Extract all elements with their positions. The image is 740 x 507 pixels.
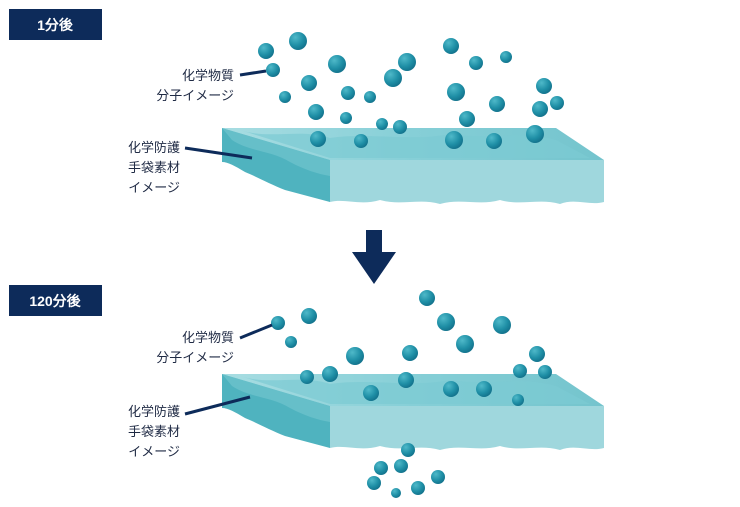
molecule — [391, 488, 401, 498]
molecule — [476, 381, 492, 397]
molecule — [271, 316, 285, 330]
molecule — [456, 335, 474, 353]
molecule — [300, 370, 314, 384]
material-label: 化学防護 手袋素材 イメージ — [128, 140, 253, 196]
glove-material-slab — [222, 374, 604, 450]
molecule — [308, 104, 324, 120]
molecule-leader-line — [239, 323, 273, 340]
molecule — [394, 459, 408, 473]
molecule — [445, 131, 463, 149]
molecule — [443, 38, 459, 54]
molecule — [500, 51, 512, 63]
molecule — [431, 470, 445, 484]
molecule — [489, 96, 505, 112]
material-label-line-3: イメージ — [128, 181, 180, 196]
molecule — [289, 32, 307, 50]
material-label-line-2: 手袋素材 — [128, 161, 180, 176]
panel-2: 120分後 — [9, 285, 604, 498]
molecule — [447, 83, 465, 101]
molecule — [374, 461, 388, 475]
molecule — [376, 118, 388, 130]
material-label-line-3: イメージ — [128, 445, 180, 460]
molecule — [367, 476, 381, 490]
molecule — [340, 112, 352, 124]
molecule — [443, 381, 459, 397]
molecule-label-line-2: 分子イメージ — [156, 351, 234, 366]
molecule — [529, 346, 545, 362]
chemical-molecules — [258, 32, 564, 149]
material-label-line-1: 化学防護 — [128, 404, 180, 420]
molecule-label: 化学物質 分子イメージ — [156, 68, 267, 104]
material-label: 化学防護 手袋素材 イメージ — [128, 395, 251, 460]
glove-material-slab — [222, 128, 604, 204]
molecule — [401, 443, 415, 457]
molecule-label: 化学物質 分子イメージ — [156, 323, 273, 366]
molecule — [486, 133, 502, 149]
molecule — [328, 55, 346, 73]
molecule — [402, 345, 418, 361]
molecule — [354, 134, 368, 148]
stage-tag-1-minute: 1分後 — [9, 9, 102, 40]
molecule — [493, 316, 511, 334]
material-label-line-1: 化学防護 — [128, 140, 180, 156]
molecule — [469, 56, 483, 70]
molecule — [364, 91, 376, 103]
molecule — [266, 63, 280, 77]
material-leader-line — [184, 395, 251, 416]
molecule — [459, 111, 475, 127]
molecule — [285, 336, 297, 348]
molecule — [258, 43, 274, 59]
molecule — [310, 131, 326, 147]
molecule — [398, 53, 416, 71]
panel-1: 1分後 — [9, 9, 604, 204]
molecule — [363, 385, 379, 401]
molecule — [346, 347, 364, 365]
molecule — [411, 481, 425, 495]
molecule — [393, 120, 407, 134]
molecule — [538, 365, 552, 379]
molecule-label-line-1: 化学物質 — [182, 68, 234, 84]
molecule — [513, 364, 527, 378]
molecule — [532, 101, 548, 117]
molecule — [398, 372, 414, 388]
molecule — [437, 313, 455, 331]
molecule-label-line-2: 分子イメージ — [156, 89, 234, 104]
molecule — [322, 366, 338, 382]
molecule — [512, 394, 524, 406]
molecule — [419, 290, 435, 306]
molecule — [384, 69, 402, 87]
molecule — [279, 91, 291, 103]
molecule — [550, 96, 564, 110]
molecule — [341, 86, 355, 100]
molecule — [536, 78, 552, 94]
stage-tag-label: 120分後 — [29, 293, 81, 309]
stage-tag-label: 1分後 — [37, 17, 74, 33]
molecule-label-line-1: 化学物質 — [182, 330, 234, 346]
down-arrow-icon — [352, 230, 396, 284]
material-label-line-2: 手袋素材 — [128, 425, 180, 440]
material-leader-line — [184, 146, 253, 160]
stage-tag-120-minutes: 120分後 — [9, 285, 102, 316]
molecule — [301, 75, 317, 91]
molecule — [526, 125, 544, 143]
molecule-leader-line — [239, 69, 267, 77]
chemical-molecules — [271, 290, 552, 498]
molecule — [301, 308, 317, 324]
